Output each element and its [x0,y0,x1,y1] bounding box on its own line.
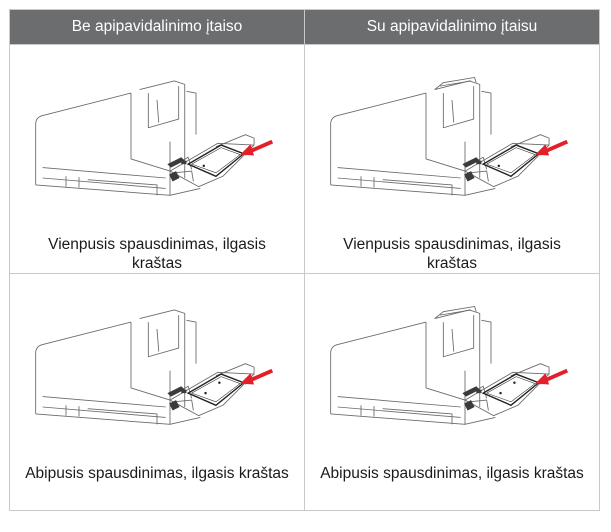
cell-caption: Vienpusis spausdinimas, ilgasis kraštas [343,236,561,272]
table-cell: Abipusis spausdinimas, ilgasis kraštas [304,273,600,511]
printer-finisher-simplex-illustration [330,77,569,196]
header-without-finisher: Be apipavidalinimo įtaiso [9,9,305,45]
printer-finisher-duplex-illustration [330,306,569,425]
header-with-finisher: Su apipavidalinimo įtaisu [304,9,600,45]
paper-loading-table: Be apipavidalinimo įtaiso Su apipavidali… [9,9,600,511]
table-cell: Vienpusis spausdinimas, ilgasis kraštas [9,44,305,274]
cell-caption: Abipusis spausdinimas, ilgasis kraštas [25,465,289,482]
table-row: Abipusis spausdinimas, ilgasis kraštas A… [9,273,600,511]
printer-simplex-illustration [35,80,274,196]
table-cell: Vienpusis spausdinimas, ilgasis kraštas [304,44,600,274]
table-row: Vienpusis spausdinimas, ilgasis kraštas … [9,44,600,274]
cell-caption: Vienpusis spausdinimas, ilgasis kraštas [48,236,266,272]
table-cell: Abipusis spausdinimas, ilgasis kraštas [9,273,305,511]
cell-caption: Abipusis spausdinimas, ilgasis kraštas [320,465,584,482]
printer-duplex-illustration [35,309,274,425]
table-header-row: Be apipavidalinimo įtaiso Su apipavidali… [9,9,600,45]
